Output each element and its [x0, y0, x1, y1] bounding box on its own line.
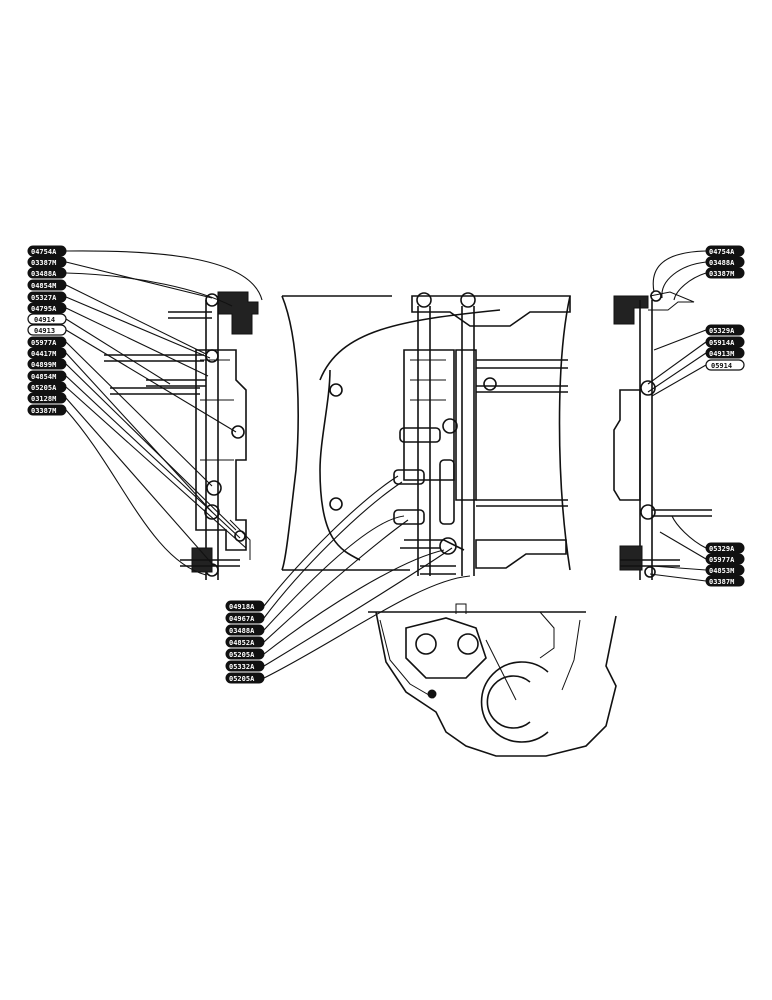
- part-number: 04899M: [31, 361, 56, 369]
- center-assembly: [281, 292, 571, 576]
- part-number: 04914: [34, 316, 55, 324]
- part-callout: 05914A: [705, 336, 745, 348]
- part-callout: 03488A: [27, 267, 67, 279]
- part-callout: 05327A: [27, 291, 67, 303]
- part-number: 05332A: [229, 663, 255, 671]
- part-number: 04913M: [709, 350, 734, 358]
- part-callout: 04417M: [27, 347, 67, 359]
- part-number: 04913: [34, 327, 55, 335]
- part-number: 05914: [711, 362, 732, 370]
- part-number: 03387M: [31, 259, 56, 267]
- part-number: 03488A: [31, 270, 57, 278]
- part-number: 05205A: [31, 384, 57, 392]
- part-callout: 05977A: [705, 553, 745, 565]
- part-number: 04754A: [709, 248, 735, 256]
- part-callout: 03488A: [225, 624, 265, 636]
- part-callout: 03488A: [705, 256, 745, 268]
- part-callout: 05914: [705, 359, 745, 371]
- part-number: 03387M: [709, 270, 734, 278]
- part-number: 03387M: [709, 578, 734, 586]
- part-number: 04852A: [229, 639, 255, 647]
- bottom-callouts: 04918A 04967A 03488A 04852A 05205A 05332…: [225, 600, 265, 684]
- part-callout: 05205A: [225, 648, 265, 660]
- part-number: 05205A: [229, 651, 255, 659]
- part-number: 04795A: [31, 305, 57, 313]
- part-callout: 05329A: [705, 542, 745, 554]
- part-number: 04853M: [709, 567, 734, 575]
- right-callouts: 04754A 03488A 03387M 05329A 05914A 04913…: [705, 245, 745, 587]
- part-number: 05329A: [709, 327, 735, 335]
- part-callout: 05977A: [27, 336, 67, 348]
- part-callout: 04853M: [705, 564, 745, 576]
- part-number: 03488A: [229, 627, 255, 635]
- part-callout: 04914: [27, 313, 67, 325]
- part-number: 04854M: [31, 282, 56, 290]
- part-number: 05977A: [709, 556, 735, 564]
- part-callout: 05332A: [225, 660, 265, 672]
- part-callout: 04918A: [225, 600, 265, 612]
- part-callout: 04913: [27, 324, 67, 336]
- part-number: 05327A: [31, 294, 57, 302]
- part-number: 04854M: [31, 373, 56, 381]
- part-number: 03128M: [31, 395, 56, 403]
- part-number: 03488A: [709, 259, 735, 267]
- part-callout: 04754A: [705, 245, 745, 257]
- part-callout: 04754A: [27, 245, 67, 257]
- part-number: 05914A: [709, 339, 735, 347]
- part-callout: 04913M: [705, 347, 745, 359]
- right-assembly: [613, 290, 712, 580]
- part-number: 04967A: [229, 615, 255, 623]
- part-callout: 04899M: [27, 358, 67, 370]
- part-callout: 04852A: [225, 636, 265, 648]
- part-callout: 03387M: [705, 575, 745, 587]
- part-callout: 03387M: [27, 404, 67, 416]
- part-callout: 03387M: [705, 267, 745, 279]
- part-number: 03387M: [31, 407, 56, 415]
- left-assembly: [104, 291, 259, 580]
- bottom-leader-lines: [263, 475, 471, 679]
- part-number: 05205A: [229, 675, 255, 683]
- part-number: 04754A: [31, 248, 57, 256]
- right-leader-lines: [647, 250, 707, 582]
- lower-housing-view: [368, 603, 617, 757]
- part-number: 04417M: [31, 350, 56, 358]
- part-callout: 03387M: [27, 256, 67, 268]
- left-leader-lines: [65, 250, 263, 576]
- part-callout: 05205A: [225, 672, 265, 684]
- part-callout: 04854M: [27, 279, 67, 291]
- part-number: 05977A: [31, 339, 57, 347]
- part-callout: 04854M: [27, 370, 67, 382]
- part-callout: 04967A: [225, 612, 265, 624]
- left-callouts: 04754A 03387M 03488A 04854M 05327A 04795…: [27, 245, 67, 416]
- part-callout: 05329A: [705, 324, 745, 336]
- part-callout: 05205A: [27, 381, 67, 393]
- part-number: 04918A: [229, 603, 255, 611]
- part-callout: 04795A: [27, 302, 67, 314]
- part-number: 05329A: [709, 545, 735, 553]
- part-callout: 03128M: [27, 392, 67, 404]
